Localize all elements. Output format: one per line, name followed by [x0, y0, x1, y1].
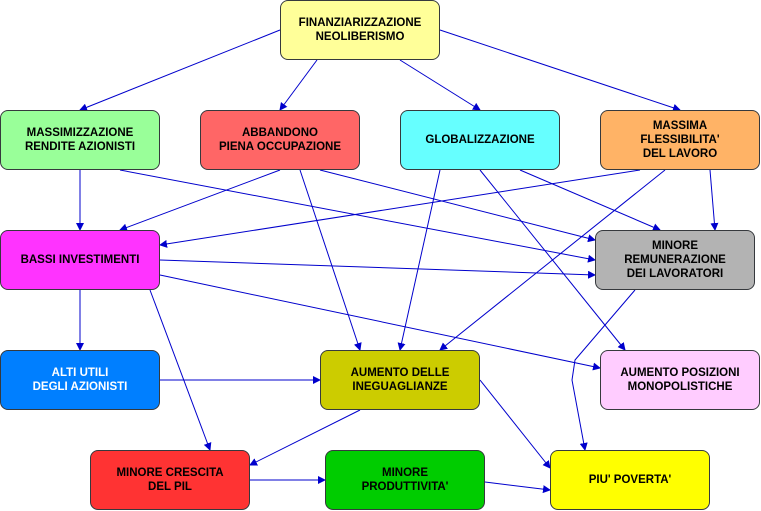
edge-abband-minrem — [319, 169, 596, 243]
edge-finanz-massim — [79, 29, 281, 112]
node-posizioni-monopolistiche: AUMENTO POSIZIONI MONOPOLISTICHE — [600, 350, 760, 410]
edge-flex-bassi — [159, 169, 641, 248]
edge-finanz-abband — [279, 59, 318, 111]
edge-ineg-poverta — [479, 379, 551, 469]
edge-bassi-monop — [159, 274, 601, 371]
edge-abband-bassi — [119, 169, 281, 232]
node-minore-remunerazione: MINORE REMUNERAZIONE DEI LAVORATORI — [595, 230, 755, 290]
node-massimizzazione-rendite: MASSIMIZZAZIONE RENDITE AZIONISTI — [0, 110, 160, 170]
node-finanziarizzazione: FINANZIARIZZAZIONE NEOLIBERISMO — [280, 0, 440, 60]
edge-flex-ineg — [439, 169, 666, 351]
edge-ineg-crescita — [249, 409, 361, 466]
edge-flex-minrem — [709, 169, 719, 231]
node-aumento-ineguaglianze: AUMENTO DELLE INEGUAGLIANZE — [320, 350, 480, 410]
node-minore-produttivita: MINORE PRODUTTIVITA' — [325, 450, 485, 510]
edge-global-ineg — [397, 169, 441, 351]
edge-finanz-global — [399, 59, 481, 111]
edge-bassi-minrem — [159, 259, 596, 279]
node-flessibilita-lavoro: MASSIMA FLESSIBILITA' DEL LAVORO — [600, 110, 760, 170]
node-bassi-investimenti: BASSI INVESTIMENTI — [0, 230, 160, 290]
edge-minrem-poverta — [571, 289, 636, 451]
edge-bassi-crescita — [149, 289, 212, 451]
node-alti-utili: ALTI UTILI DEGLI AZIONISTI — [0, 350, 160, 410]
node-piu-poverta: PIU' POVERTA' — [550, 450, 710, 510]
edge-massim-minrem — [119, 169, 596, 263]
edge-abband-ineg — [299, 169, 362, 351]
edge-produt-poverta — [484, 481, 551, 494]
edge-global-minrem — [519, 169, 661, 231]
node-globalizzazione: GLOBALIZZAZIONE — [400, 110, 560, 170]
edge-finanz-flex — [439, 29, 681, 112]
node-minore-crescita-pil: MINORE CRESCITA DEL PIL — [90, 450, 250, 510]
node-abbandono-occupazione: ABBANDONO PIENA OCCUPAZIONE — [200, 110, 360, 170]
